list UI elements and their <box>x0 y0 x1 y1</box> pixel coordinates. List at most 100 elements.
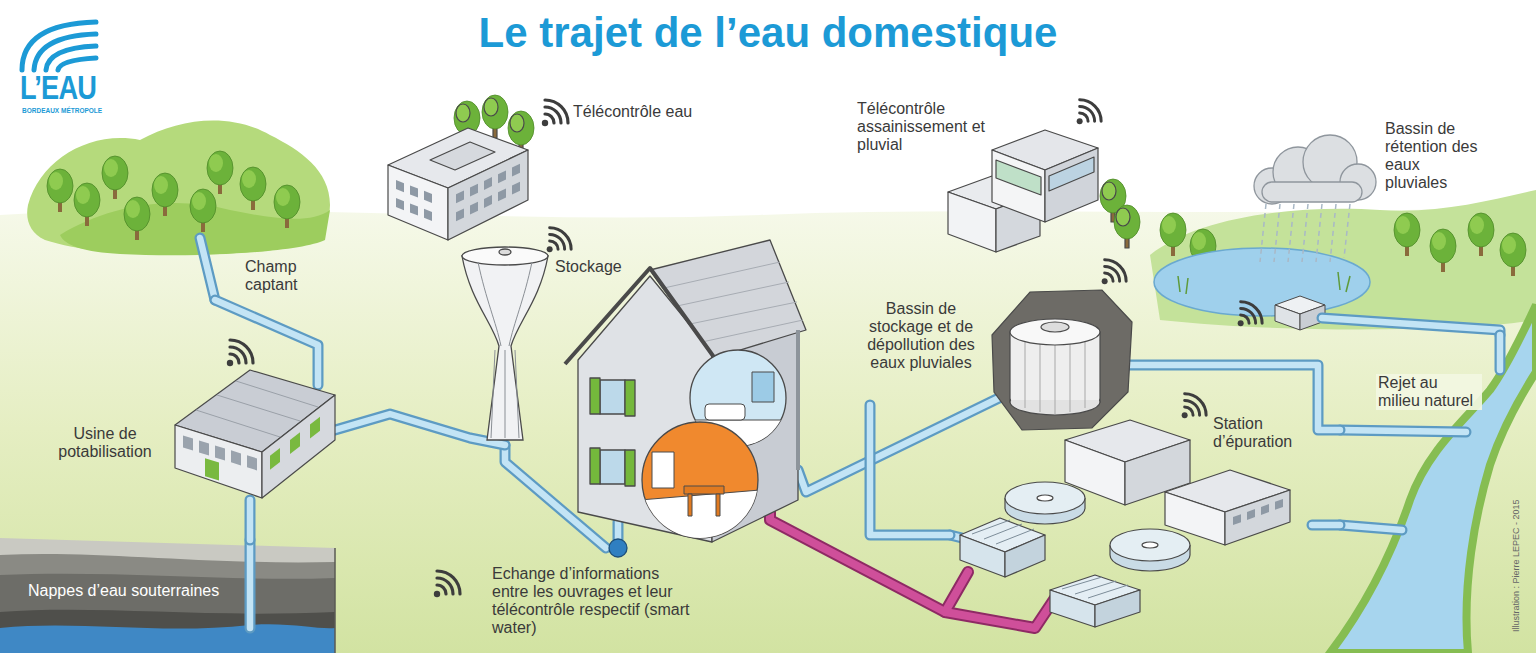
house <box>600 450 625 484</box>
treatment-plant-building <box>215 445 225 460</box>
sanitation-control-building <box>992 150 1045 222</box>
sanitation-control-building <box>1114 205 1140 248</box>
node-label: Stockage <box>555 258 629 276</box>
wastewater-plant <box>1075 581 1116 594</box>
retention-landscape <box>1260 204 1266 262</box>
telemetry-symbol <box>1182 394 1206 418</box>
house <box>688 494 692 516</box>
water-control-building <box>470 202 478 215</box>
water-control-building <box>410 185 418 197</box>
pipe-outline <box>1312 520 1340 531</box>
water-control-building <box>456 164 520 221</box>
wastewater-plant <box>1065 440 1125 505</box>
wastewater-plant <box>1050 590 1095 627</box>
wastewater-plant <box>1110 529 1190 561</box>
stormwater-tank <box>1055 344 1056 414</box>
water-control-building <box>396 198 404 210</box>
node-label: Télécontrôle assainissement et pluvial <box>857 100 992 154</box>
house <box>565 268 716 364</box>
sanitation-control-building <box>1045 148 1098 222</box>
retention-landscape <box>1288 204 1294 262</box>
logo-waves <box>58 58 96 70</box>
wastewater-plant <box>1225 490 1290 545</box>
hill-champ-captant <box>47 169 73 212</box>
decorative-pipes <box>247 540 254 628</box>
wastewater-plant <box>1233 499 1283 525</box>
house <box>600 380 625 414</box>
treatment-plant-building <box>270 417 320 470</box>
house <box>609 539 627 557</box>
logo-waves <box>34 34 96 70</box>
sanitation-control-building <box>996 160 1041 195</box>
facility-node: Rejet au milieu naturel <box>1340 370 1525 540</box>
water-pipe <box>215 300 318 385</box>
wastewater-plant <box>1233 514 1241 525</box>
house <box>752 372 774 402</box>
node-label: Rejet au milieu naturel <box>1376 374 1482 410</box>
diagram-title: Le trajet de l’eau domestique <box>0 8 1536 58</box>
wastewater-plant <box>996 529 1034 544</box>
retention-landscape <box>1274 204 1280 262</box>
water-control-building <box>396 180 404 192</box>
retention-landscape <box>1186 278 1188 294</box>
water-control-building <box>484 177 492 190</box>
node-label: Station d’épuration <box>1213 415 1308 451</box>
retention-landscape <box>1344 204 1350 258</box>
wastewater-plant <box>1165 492 1225 545</box>
house <box>716 494 720 516</box>
sewer-pipe <box>945 572 968 612</box>
decorative-pipes <box>1340 430 1466 432</box>
facility-node: Stockage <box>455 245 633 445</box>
retention-landscape <box>1330 204 1336 262</box>
wastewater-plant <box>1261 504 1269 515</box>
water-pipe <box>1497 335 1504 370</box>
decorative-pipes <box>1322 318 1500 335</box>
treatment-plant-building <box>205 458 219 480</box>
house <box>565 240 806 557</box>
water-tower <box>505 350 506 438</box>
decorative-pipes <box>1340 430 1466 432</box>
water-control-building <box>498 188 506 201</box>
water-pipe <box>335 414 505 445</box>
water-pipe <box>1312 525 1340 526</box>
retention-landscape <box>1154 248 1370 316</box>
retention-landscape <box>1275 305 1300 330</box>
retention-landscape <box>1254 135 1376 204</box>
treatment-plant-building <box>262 395 335 498</box>
treatment-plant-building <box>310 417 320 439</box>
logo-waves <box>22 22 96 70</box>
water-pipe <box>1312 522 1340 529</box>
decorative-pipes <box>245 540 256 628</box>
water-control-building <box>396 180 432 221</box>
telemetry-symbol <box>1077 100 1101 124</box>
wastewater-plant <box>1095 590 1140 627</box>
facility-node: Bassin de stockage et de dépollution des… <box>850 280 1125 405</box>
retention-landscape <box>1178 276 1180 292</box>
sky-and-ground <box>0 205 1536 653</box>
hill-champ-captant <box>27 120 330 255</box>
water-tower <box>478 262 501 346</box>
river <box>1330 305 1536 653</box>
retention-landscape <box>1430 229 1456 272</box>
water-tower <box>462 247 548 265</box>
wastewater-plant <box>984 524 1022 539</box>
retention-landscape <box>1316 204 1322 262</box>
telemetry-symbol <box>542 100 568 126</box>
wastewater-plant <box>1088 585 1128 598</box>
telemetry-symbol <box>227 100 1262 418</box>
water-control-building <box>410 203 418 215</box>
wastewater-plant <box>1247 509 1255 520</box>
hill-champ-captant <box>240 167 266 210</box>
retention-landscape <box>1500 233 1526 276</box>
sanitation-control-building <box>948 130 1140 252</box>
telemetry-symbol <box>547 228 571 252</box>
water-tower <box>509 262 532 346</box>
decorative-pipes <box>1340 525 1402 530</box>
hill-champ-captant <box>124 197 150 240</box>
decorative-pipes <box>200 238 1500 628</box>
logo-waves <box>46 46 96 70</box>
water-control-building <box>512 164 520 177</box>
